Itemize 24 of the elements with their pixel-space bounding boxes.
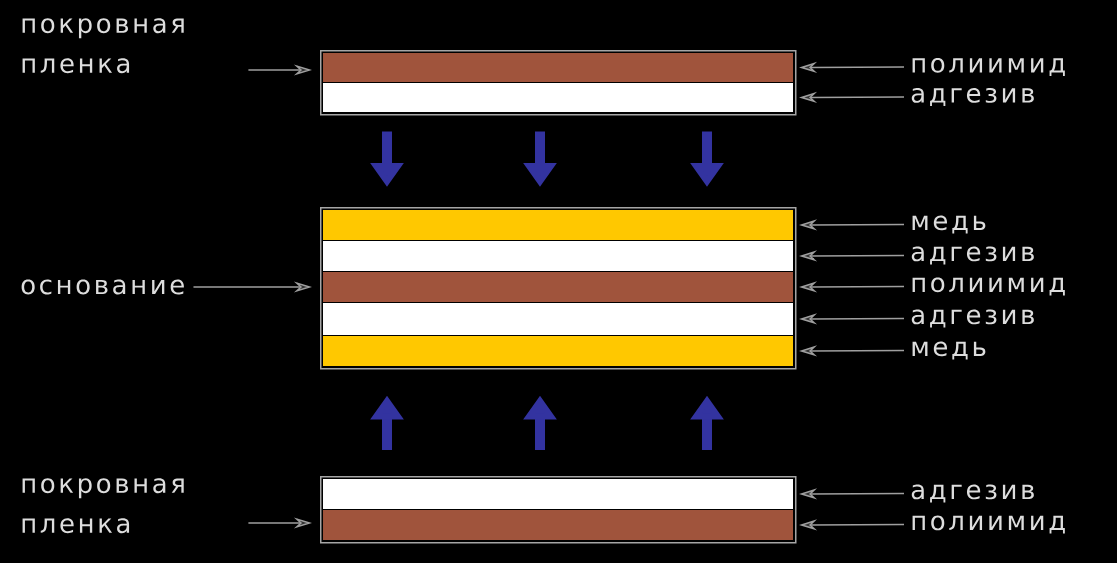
side-label: покровная пленка (22, 18, 184, 74)
layer-label: полиимид (912, 57, 1065, 77)
layer-label: полиимид (912, 515, 1065, 534)
layer-strip (322, 52, 794, 83)
layer-strip (322, 82, 794, 113)
laminate-stack (320, 476, 797, 544)
layer-label: адгезив (911, 87, 1034, 107)
side-label: покровная пленка (22, 478, 184, 534)
layer-strip (322, 335, 794, 367)
layer-label: медь (912, 215, 986, 234)
side-label: основание (21, 279, 184, 295)
layer-strip (322, 209, 794, 241)
layer-label: полиимид (912, 277, 1065, 296)
layer-strip (322, 478, 794, 510)
layer-strip (322, 271, 794, 303)
layer-strip (322, 302, 794, 336)
layer-strip (322, 240, 794, 272)
laminate-stack (320, 207, 797, 370)
layer-label: адгезив (911, 246, 1034, 265)
layer-label: адгезив (911, 484, 1034, 503)
layer-label: медь (912, 341, 986, 360)
laminate-stack (320, 50, 797, 116)
layer-strip (322, 509, 794, 541)
layer-label: адгезив (911, 309, 1034, 328)
